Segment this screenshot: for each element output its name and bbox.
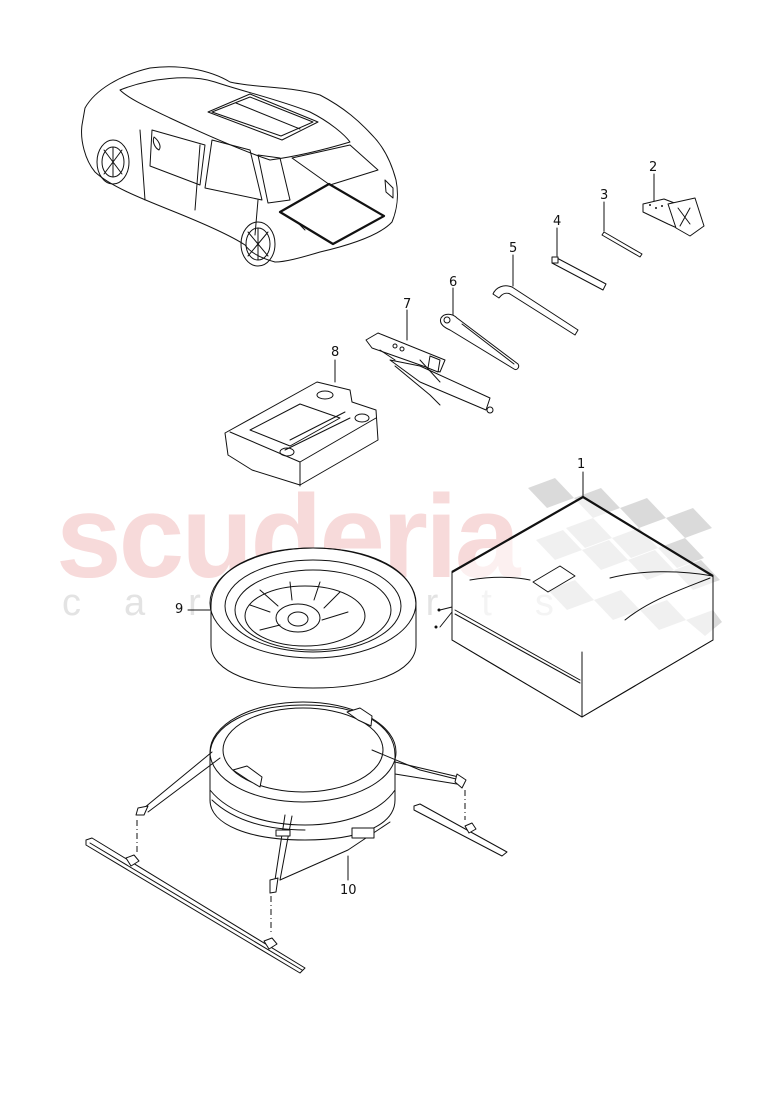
part-7-scissor-jack [365, 309, 494, 414]
part-6-crank-handle [440, 287, 520, 370]
part-2-wheel-chock [642, 173, 705, 237]
part-9-spare-wheel [187, 547, 417, 689]
callout-5: 5 [509, 241, 518, 256]
part-10-wheel-bag-with-rails [85, 701, 508, 974]
part-3-pin [601, 201, 643, 258]
callout-3: 3 [600, 188, 609, 203]
callout-9: 9 [175, 602, 184, 617]
callout-1: 1 [577, 457, 586, 472]
callout-4: 4 [553, 214, 562, 229]
callout-10: 10 [340, 883, 357, 898]
callout-6: 6 [449, 275, 458, 290]
part-8-tool-tray [224, 359, 379, 487]
part-4-extension-bar [551, 227, 607, 291]
callout-8: 8 [331, 345, 340, 360]
part-5-wheel-wrench [492, 254, 579, 336]
callout-7: 7 [403, 297, 412, 312]
part-1-wrapped-kit [434, 471, 714, 718]
vehicle-overview [81, 66, 398, 267]
callout-2: 2 [649, 160, 658, 175]
